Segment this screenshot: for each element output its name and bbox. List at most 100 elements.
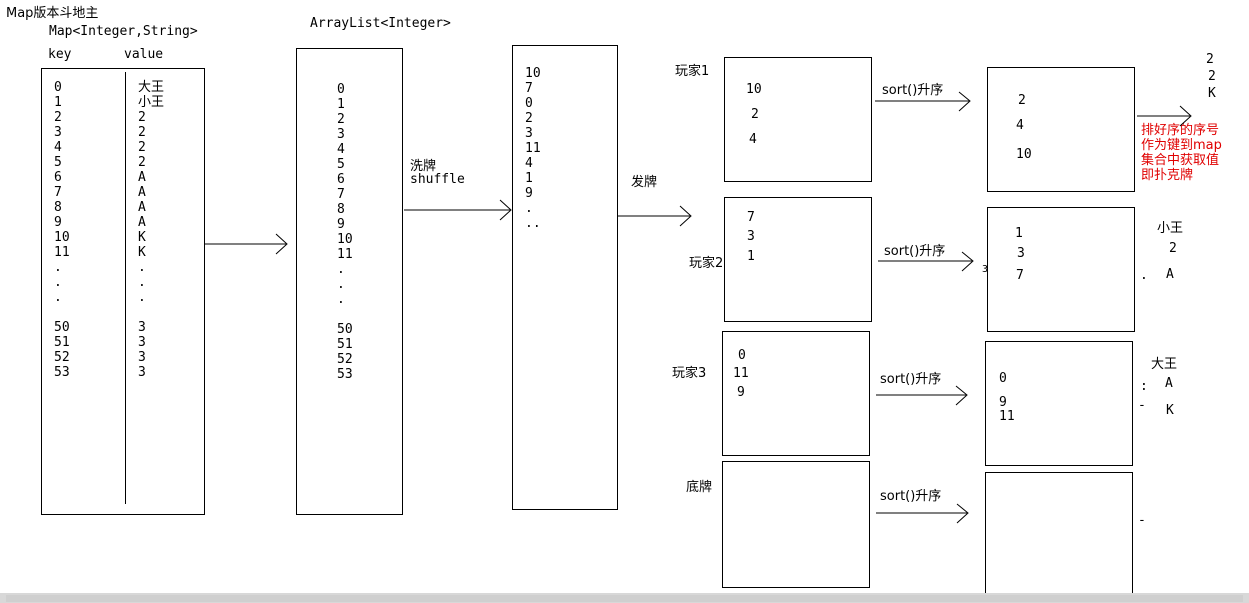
arrow-shuffle <box>404 199 512 221</box>
map-value-cell: 3 <box>138 365 146 380</box>
arrow-sort-player2 <box>878 251 974 272</box>
shuffled-item: 9 <box>525 186 533 201</box>
map-key-cell: 5 <box>54 155 62 170</box>
player1-sorted-card: 2 <box>1018 93 1026 108</box>
map-key-cell: 53 <box>54 365 70 380</box>
player3-sort-label: sort()升序 <box>880 372 942 387</box>
mapping-note-line: 即扑克牌 <box>1141 168 1194 183</box>
player1-name: 玩家1 <box>675 64 710 79</box>
map-value-cell: K <box>138 245 146 260</box>
list-item: 8 <box>337 202 345 217</box>
list-item: 6 <box>337 172 345 187</box>
list-item: . <box>337 277 345 292</box>
map-key-cell: . <box>54 290 62 305</box>
list-item: 2 <box>337 112 345 127</box>
player1-sort-label: sort()升序 <box>882 83 944 98</box>
player1-sorted-card: 4 <box>1016 118 1024 133</box>
map-value-cell: A <box>138 215 146 230</box>
player2-result-card: 2 <box>1169 241 1177 256</box>
map-value-cell: 2 <box>138 155 146 170</box>
page-title: Map版本斗地主 <box>6 6 99 21</box>
player2-sorted-box <box>987 207 1135 332</box>
player2-result-card: A <box>1166 267 1174 282</box>
stray-mark: - <box>1138 513 1146 528</box>
mapping-note-line: 排好序的序号 <box>1141 123 1220 138</box>
stray-mark: : <box>1140 379 1148 394</box>
player1-result-card: K <box>1208 86 1216 101</box>
arrow-map-to-list <box>204 233 288 255</box>
player1-result: 2 2 K <box>1206 51 1216 102</box>
map-value-cell: 3 <box>138 320 146 335</box>
map-value-cell: K <box>138 230 146 245</box>
list-item: 9 <box>337 217 345 232</box>
map-key-header: key <box>48 47 72 62</box>
shuffled-box <box>512 45 618 510</box>
mapping-note-line: 集合中获取值 <box>1141 153 1220 168</box>
list-item: 1 <box>337 97 345 112</box>
map-key-cell: 3 <box>54 125 62 140</box>
map-value-cell: A <box>138 200 146 215</box>
shuffled-item: 0 <box>525 96 533 111</box>
shuffle-label-cn: 洗牌 <box>410 159 437 174</box>
map-value-cell: 2 <box>138 110 146 125</box>
player3-sorted-card: 11 <box>999 409 1015 424</box>
list-item: 51 <box>337 337 353 352</box>
list-item: 4 <box>337 142 345 157</box>
map-value-cell: . <box>138 275 146 290</box>
map-key-cell: 4 <box>54 140 62 155</box>
player1-result-card: 2 <box>1206 52 1214 67</box>
stray-mark: - <box>1138 398 1146 413</box>
arrow-sort-player3 <box>876 385 968 406</box>
map-key-cell: . <box>54 260 62 275</box>
list-item: . <box>337 262 345 277</box>
shuffled-item: 2 <box>525 111 533 126</box>
arrow-sort-player1 <box>875 91 971 112</box>
map-key-cell: 9 <box>54 215 62 230</box>
mapping-note-line: 作为键到map <box>1141 138 1222 153</box>
map-value-cell: 3 <box>138 335 146 350</box>
map-value-header: value <box>124 47 164 62</box>
player2-sorted-card: 7 <box>1016 268 1024 283</box>
deal-label: 发牌 <box>631 175 658 190</box>
shuffled-item: . <box>525 201 533 216</box>
player3-sorted-card: 9 <box>999 395 1007 410</box>
map-key-cell: 7 <box>54 185 62 200</box>
map-value-cell: A <box>138 185 146 200</box>
player1-sorted-card: 10 <box>1016 147 1032 162</box>
map-value-cell: 小王 <box>138 95 165 110</box>
shuffled-item: 10 <box>525 66 541 81</box>
player2-card: 1 <box>747 249 755 264</box>
bottom-sort-label: sort()升序 <box>880 489 942 504</box>
list-item: . <box>337 292 345 307</box>
player1-hand-box <box>724 57 872 182</box>
player2-name: 玩家2 <box>689 256 724 271</box>
player3-result-card: K <box>1166 403 1174 418</box>
shuffled-item: 11 <box>525 141 541 156</box>
player3-hand-box <box>722 331 870 456</box>
list-type-label: ArrayList<Integer> <box>310 16 451 31</box>
player3-name: 玩家3 <box>672 366 707 381</box>
list-item: 3 <box>337 127 345 142</box>
list-item: 52 <box>337 352 353 367</box>
map-key-cell: 11 <box>54 245 70 260</box>
scrollbar-thumb[interactable] <box>6 595 1243 602</box>
map-key-cell: 10 <box>54 230 70 245</box>
list-item: 50 <box>337 322 353 337</box>
list-item: 53 <box>337 367 353 382</box>
arrow-sort-bottom <box>876 503 969 524</box>
map-divider <box>125 72 126 504</box>
list-item: 7 <box>337 187 345 202</box>
player3-sorted-card: 0 <box>999 371 1007 386</box>
arrow-to-result <box>1137 105 1192 127</box>
bottom-sorted-box <box>985 472 1133 598</box>
list-item: 10 <box>337 232 353 247</box>
stray-mark: . <box>1140 268 1148 283</box>
map-key-cell: 51 <box>54 335 70 350</box>
bottom-cards-box <box>722 461 870 588</box>
player2-sorted-card: 1 <box>1015 226 1023 241</box>
player3-result-card: 大王 <box>1151 357 1178 372</box>
